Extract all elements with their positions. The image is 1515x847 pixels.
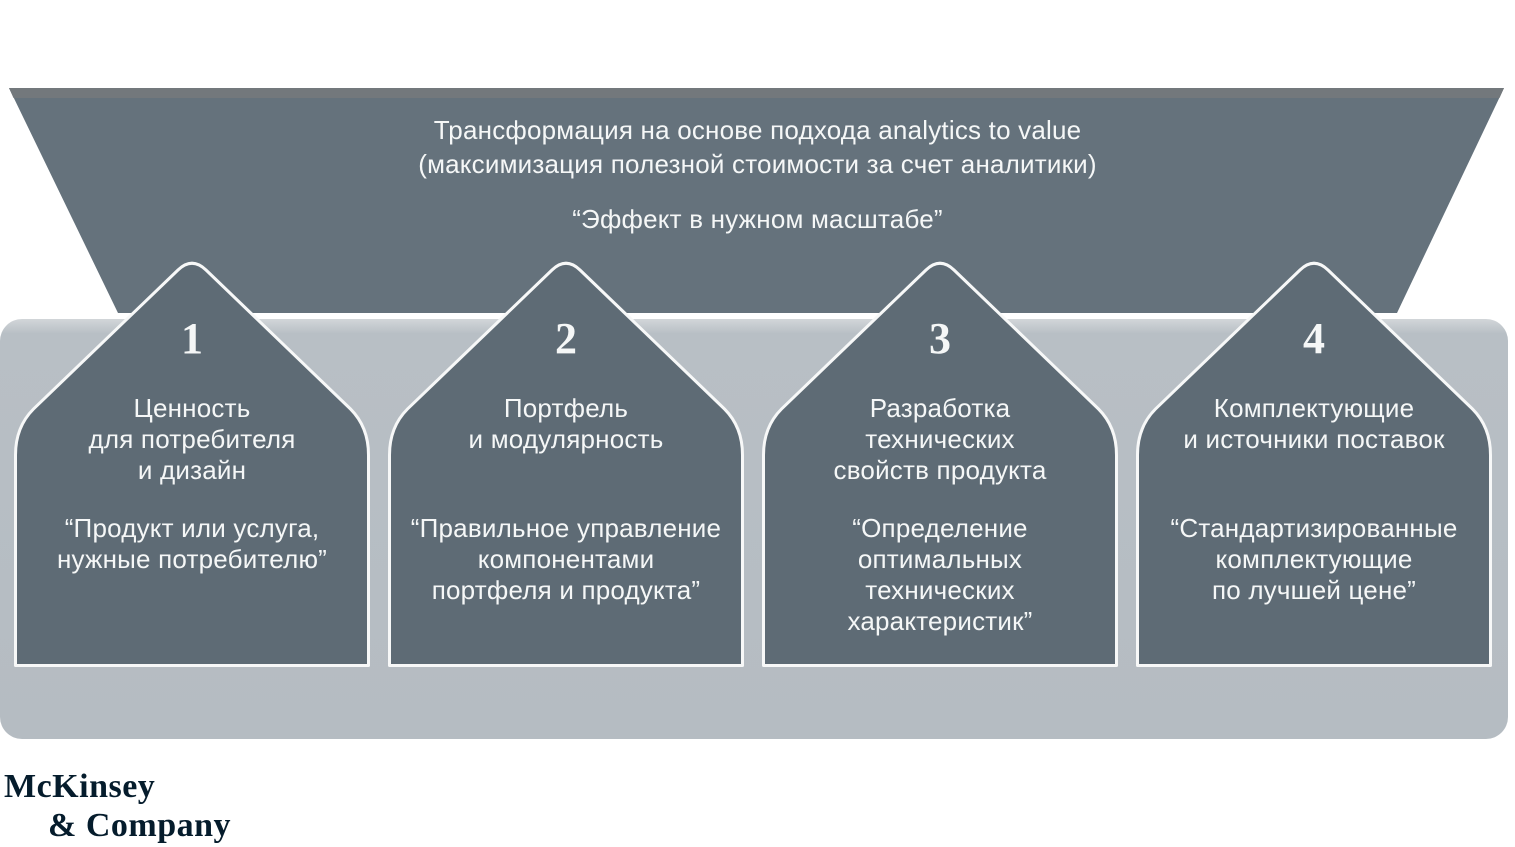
step-quote: “Продукт или услуга, нужные потребителю” xyxy=(56,513,328,574)
step-number: 3 xyxy=(929,314,951,363)
step-title: Ценность для потребителя и дизайн xyxy=(88,393,296,485)
step-title: Комплектующие и источники поставок xyxy=(1183,393,1445,454)
step-quote: “Определение оптимальных технических хар… xyxy=(847,513,1033,636)
step-title: Портфель и модулярность xyxy=(468,393,664,454)
step-card-3: 3 Разработка технических свойств продукт… xyxy=(762,255,1118,667)
funnel-title-line2: (максимизация полезной стоимости за счет… xyxy=(418,149,1097,179)
funnel-title-line1: Трансформация на основе подхода analytic… xyxy=(433,115,1082,145)
step-card-shape-2 xyxy=(388,261,744,667)
funnel-quote: “Эффект в нужном масштабе” xyxy=(572,204,943,234)
step-card-4: 4 Комплектующие и источники поставок “Ст… xyxy=(1136,255,1492,667)
step-number: 1 xyxy=(181,314,203,363)
step-number: 4 xyxy=(1303,314,1325,363)
step-number: 2 xyxy=(555,314,577,363)
step-card-shape-1 xyxy=(14,261,370,667)
funnel-top-edge xyxy=(9,88,1504,98)
funnel-header: Трансформация на основе подхода analytic… xyxy=(0,113,1515,236)
logo-line1: McKinsey xyxy=(4,768,156,805)
background-band xyxy=(0,319,1508,739)
step-card-shape-4 xyxy=(1136,261,1492,667)
step-quote: “Правильное управление компонентами порт… xyxy=(410,513,722,605)
step-quote: “Стандартизированные комплектующие по лу… xyxy=(1170,513,1458,605)
step-card-2: 2 Портфель и модулярность “Правильное уп… xyxy=(388,255,744,667)
step-title: Разработка технических свойств продукта xyxy=(833,393,1047,485)
step-card-shape-3 xyxy=(762,261,1118,667)
step-card-1: 1 Ценность для потребителя и дизайн “Про… xyxy=(14,255,370,667)
mckinsey-logo: McKinsey & Company xyxy=(4,767,231,845)
logo-line2: & Company xyxy=(48,807,232,844)
funnel-shape xyxy=(9,88,1504,313)
